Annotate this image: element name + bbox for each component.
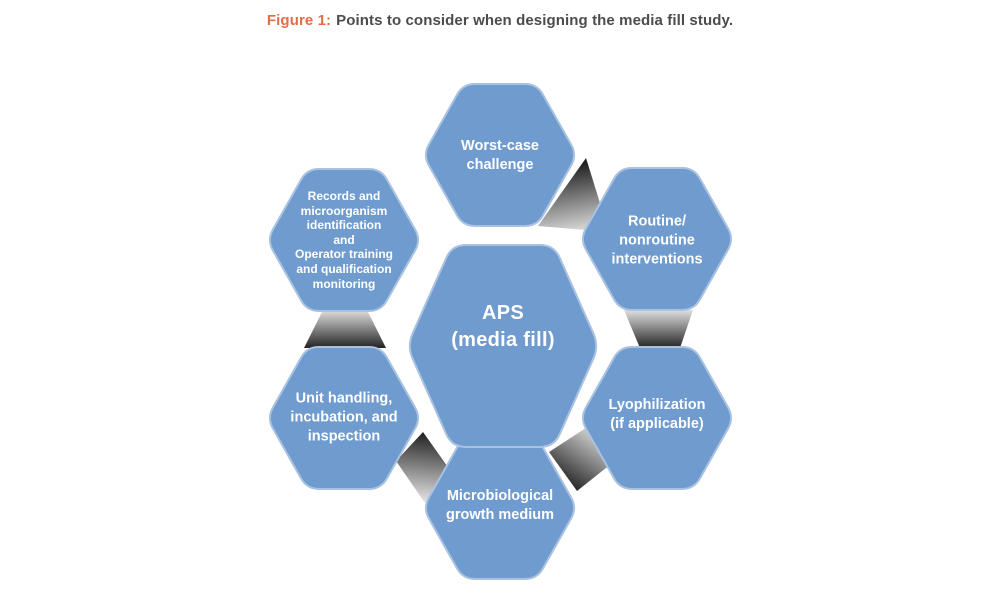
hexagon-label-growth-medium: Microbiological growth medium (446, 488, 554, 523)
figure-title: Figure 1:Points to consider when designi… (0, 12, 1000, 29)
connector-topright-to-bottomright (624, 310, 693, 348)
hexagon-routine-interventions (581, 167, 733, 311)
flow-connectors (304, 158, 693, 503)
figure-number-label: Figure 1: (266, 12, 332, 29)
figure-caption: Points to consider when designing the me… (336, 12, 734, 29)
hexagon-growth-medium (424, 436, 576, 580)
hexagon-label-records: Records and microorganism identification… (294, 188, 394, 291)
hexagon-aps-center (408, 244, 598, 448)
hexagon-label-routine-interventions: Routine/ nonroutine interventions (611, 213, 703, 268)
hexagon-label-unit-handling: Unit handling, incubation, and inspectio… (290, 390, 398, 445)
connector-top-to-topright (538, 158, 609, 232)
hexagons (268, 83, 733, 580)
hexagon-label-aps: APS (media fill) (451, 302, 555, 351)
hexagon-label-worst-case: Worst-case challenge (461, 138, 539, 173)
hexagon-records (268, 168, 420, 312)
hexagon-unit-handling (268, 346, 420, 490)
hexagon-label-lyophilization: Lyophilization (if applicable) (608, 397, 706, 432)
hexagon-worst-case (424, 83, 576, 227)
hexagon-lyophilization (581, 346, 733, 490)
connector-bottomleft-to-topleft (304, 310, 386, 348)
